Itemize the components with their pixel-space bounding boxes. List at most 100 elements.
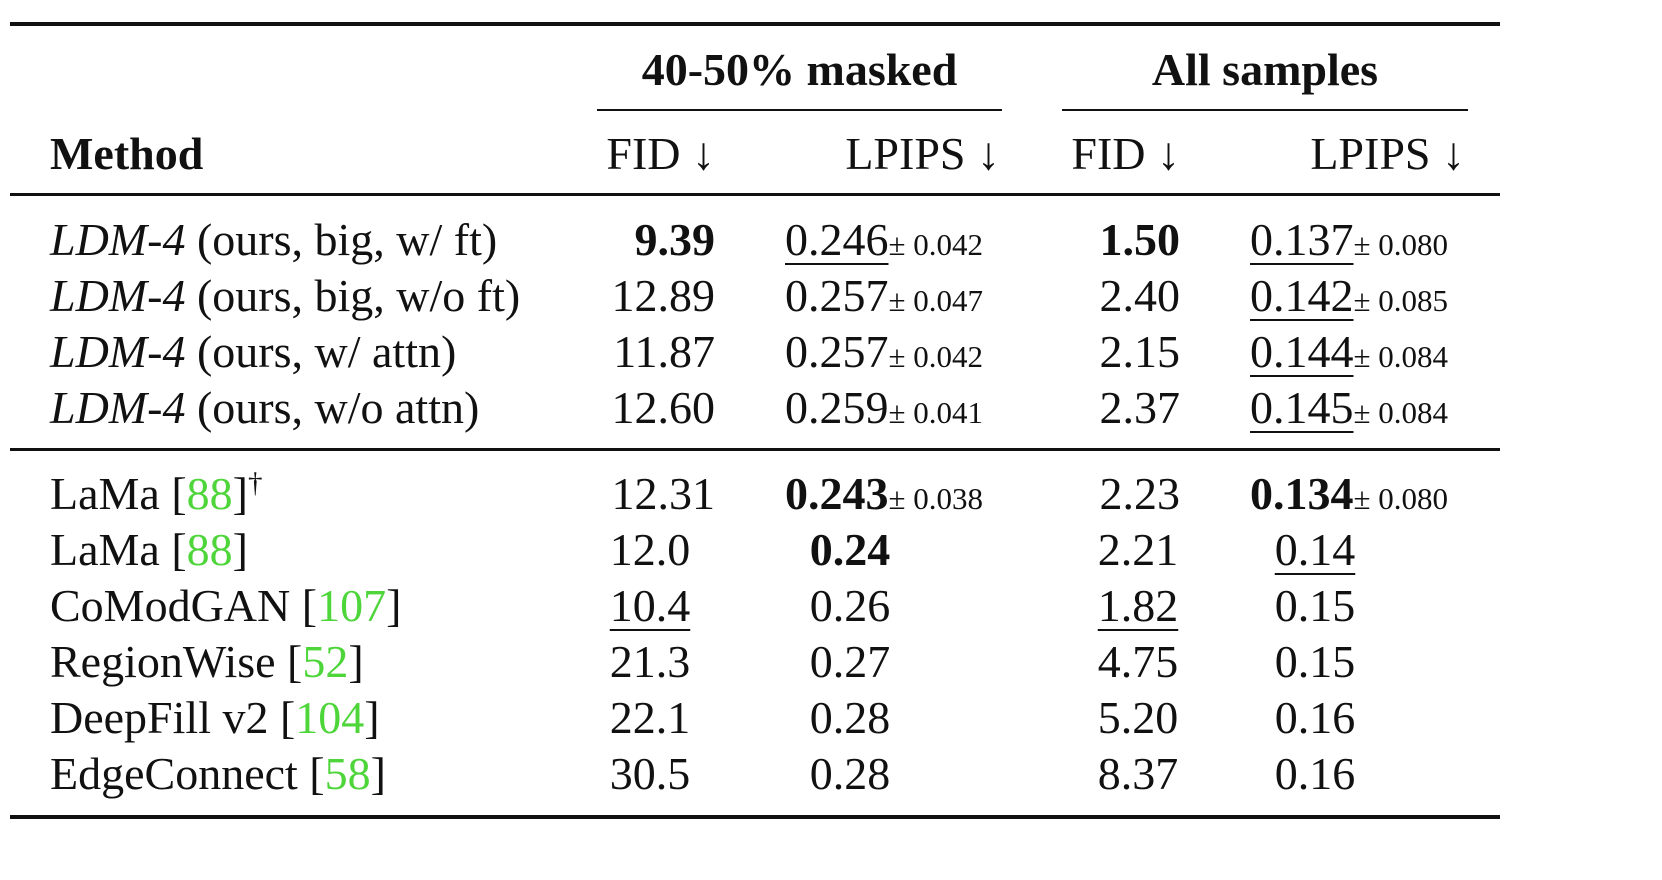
lpips-all-value: 0.137± 0.080 — [1250, 212, 1448, 273]
lpips-mean: 0.257 — [785, 270, 889, 321]
citation-link[interactable]: 52 — [302, 636, 349, 687]
method-name: RegionWise [52] — [50, 634, 364, 690]
citation-link[interactable]: 107 — [317, 580, 387, 631]
lpips-std: ± 0.080 — [1353, 227, 1449, 262]
fid-masked-value: 30.5 — [609, 748, 691, 799]
fid-all-value: 1.82 — [1058, 578, 1218, 634]
group2-cmidrule — [1062, 109, 1468, 111]
citation-link[interactable]: 104 — [295, 692, 365, 743]
fid-masked-value: 12.89 — [611, 270, 716, 321]
lpips-masked-value: 0.26 — [809, 580, 891, 631]
fid-masked-value: 22.1 — [609, 692, 691, 743]
citation-close: ] — [386, 580, 402, 631]
method-name: LDM-4 (ours, big, w/o ft) — [50, 268, 520, 324]
lpips-std: ± 0.084 — [1353, 395, 1449, 430]
model-name: LDM-4 — [50, 382, 186, 433]
lpips-std: ± 0.080 — [1353, 481, 1449, 516]
baseline-name: LaMa [ — [50, 524, 187, 575]
lpips-mean: 0.257 — [785, 326, 889, 377]
lpips-mean: 0.14 — [1274, 524, 1356, 575]
header-rule — [10, 193, 1500, 196]
fid-all-value: 8.37 — [1097, 748, 1179, 799]
lpips-std: ± 0.084 — [1353, 339, 1449, 374]
lpips-all-value: 0.134± 0.080 — [1250, 466, 1448, 527]
lpips-masked-value: 0.28 — [809, 692, 891, 743]
dagger-footnote-mark: † — [247, 467, 263, 499]
baseline-name: CoModGAN [ — [50, 580, 318, 631]
lpips-all-value: 0.15 — [1274, 636, 1356, 687]
group-header-masked: 40-50% masked — [641, 44, 958, 95]
lpips-masked-value: 0.243± 0.038 — [785, 466, 983, 527]
lpips-std: ± 0.085 — [1353, 283, 1449, 318]
fid-value-text: 1.82 — [1097, 580, 1179, 631]
method-name: LDM-4 (ours, w/ attn) — [50, 324, 456, 380]
lpips-mean: 0.246 — [785, 214, 889, 265]
lpips-std: ± 0.041 — [888, 395, 984, 430]
lpips-all-value: 0.145± 0.084 — [1250, 380, 1448, 441]
lpips-header-masked: LPIPS ↓ — [845, 128, 1000, 179]
fid-all-value: 2.37 — [1099, 382, 1181, 433]
citation-link[interactable]: 88 — [186, 524, 233, 575]
fid-masked-value: 21.3 — [609, 636, 691, 687]
method-name: LDM-4 (ours, big, w/ ft) — [50, 212, 497, 268]
method-name: CoModGAN [107] — [50, 578, 401, 634]
method-name: LDM-4 (ours, w/o attn) — [50, 380, 479, 436]
method-name: DeepFill v2 [104] — [50, 690, 380, 746]
model-variant: (ours, w/o attn) — [185, 382, 480, 433]
bottom-rule — [10, 815, 1500, 819]
lpips-std: ± 0.038 — [888, 481, 984, 516]
fid-all-value: 2.23 — [1099, 468, 1181, 519]
lpips-all-value: 0.144± 0.084 — [1250, 324, 1448, 385]
lpips-std: ± 0.042 — [888, 227, 984, 262]
model-name: LDM-4 — [50, 270, 186, 321]
method-header: Method — [50, 128, 204, 179]
lpips-std: ± 0.047 — [888, 283, 984, 318]
model-variant: (ours, big, w/ ft) — [185, 214, 498, 265]
lpips-masked-value: 0.24 — [809, 524, 891, 575]
lpips-mean: 0.259 — [785, 382, 889, 433]
lpips-all-value: 0.15 — [1274, 580, 1356, 631]
fid-masked-value: 9.39 — [634, 214, 716, 265]
lpips-masked-value: 0.257± 0.047 — [785, 268, 983, 329]
group-header-all-samples: All samples — [1151, 44, 1379, 95]
fid-value-text: 10.4 — [609, 580, 691, 631]
fid-header-all: FID ↓ — [1071, 128, 1180, 179]
baseline-name: RegionWise [ — [50, 636, 303, 687]
lpips-all-value: 0.16 — [1274, 748, 1356, 799]
method-name: LaMa [88]† — [50, 466, 262, 522]
lpips-all-value: 0.16 — [1274, 692, 1356, 743]
lpips-masked-value: 0.27 — [809, 636, 891, 687]
lpips-std: ± 0.042 — [888, 339, 984, 374]
group1-cmidrule — [597, 109, 1002, 111]
lpips-mean: 0.144 — [1250, 326, 1354, 377]
fid-all-value: 2.40 — [1099, 270, 1181, 321]
lpips-header-all: LPIPS ↓ — [1310, 128, 1465, 179]
citation-link[interactable]: 58 — [324, 748, 371, 799]
lpips-masked-value: 0.257± 0.042 — [785, 324, 983, 385]
baseline-name: DeepFill v2 [ — [50, 692, 296, 743]
lpips-mean: 0.137 — [1250, 214, 1354, 265]
method-name: EdgeConnect [58] — [50, 746, 386, 802]
citation-link[interactable]: 88 — [186, 468, 233, 519]
fid-header-masked: FID ↓ — [606, 128, 715, 179]
baseline-name: EdgeConnect [ — [50, 748, 325, 799]
model-variant: (ours, w/ attn) — [185, 326, 457, 377]
citation-close: ] — [232, 468, 248, 519]
fid-masked-value: 10.4 — [570, 578, 730, 634]
method-name: LaMa [88] — [50, 522, 248, 578]
fid-masked-value: 12.0 — [609, 524, 691, 575]
top-rule — [10, 22, 1500, 26]
model-variant: (ours, big, w/o ft) — [185, 270, 521, 321]
citation-close: ] — [232, 524, 248, 575]
lpips-masked-value: 0.246± 0.042 — [785, 212, 983, 273]
fid-all-value: 2.21 — [1097, 524, 1179, 575]
citation-close: ] — [348, 636, 364, 687]
fid-all-value: 5.20 — [1097, 692, 1179, 743]
lpips-mean: 0.243 — [785, 468, 889, 519]
model-name: LDM-4 — [50, 326, 186, 377]
citation-close: ] — [370, 748, 386, 799]
fid-all-value: 2.15 — [1099, 326, 1181, 377]
lpips-all-value: 0.14 — [1235, 522, 1395, 578]
lpips-masked-value: 0.28 — [809, 748, 891, 799]
fid-masked-value: 12.31 — [611, 468, 716, 519]
